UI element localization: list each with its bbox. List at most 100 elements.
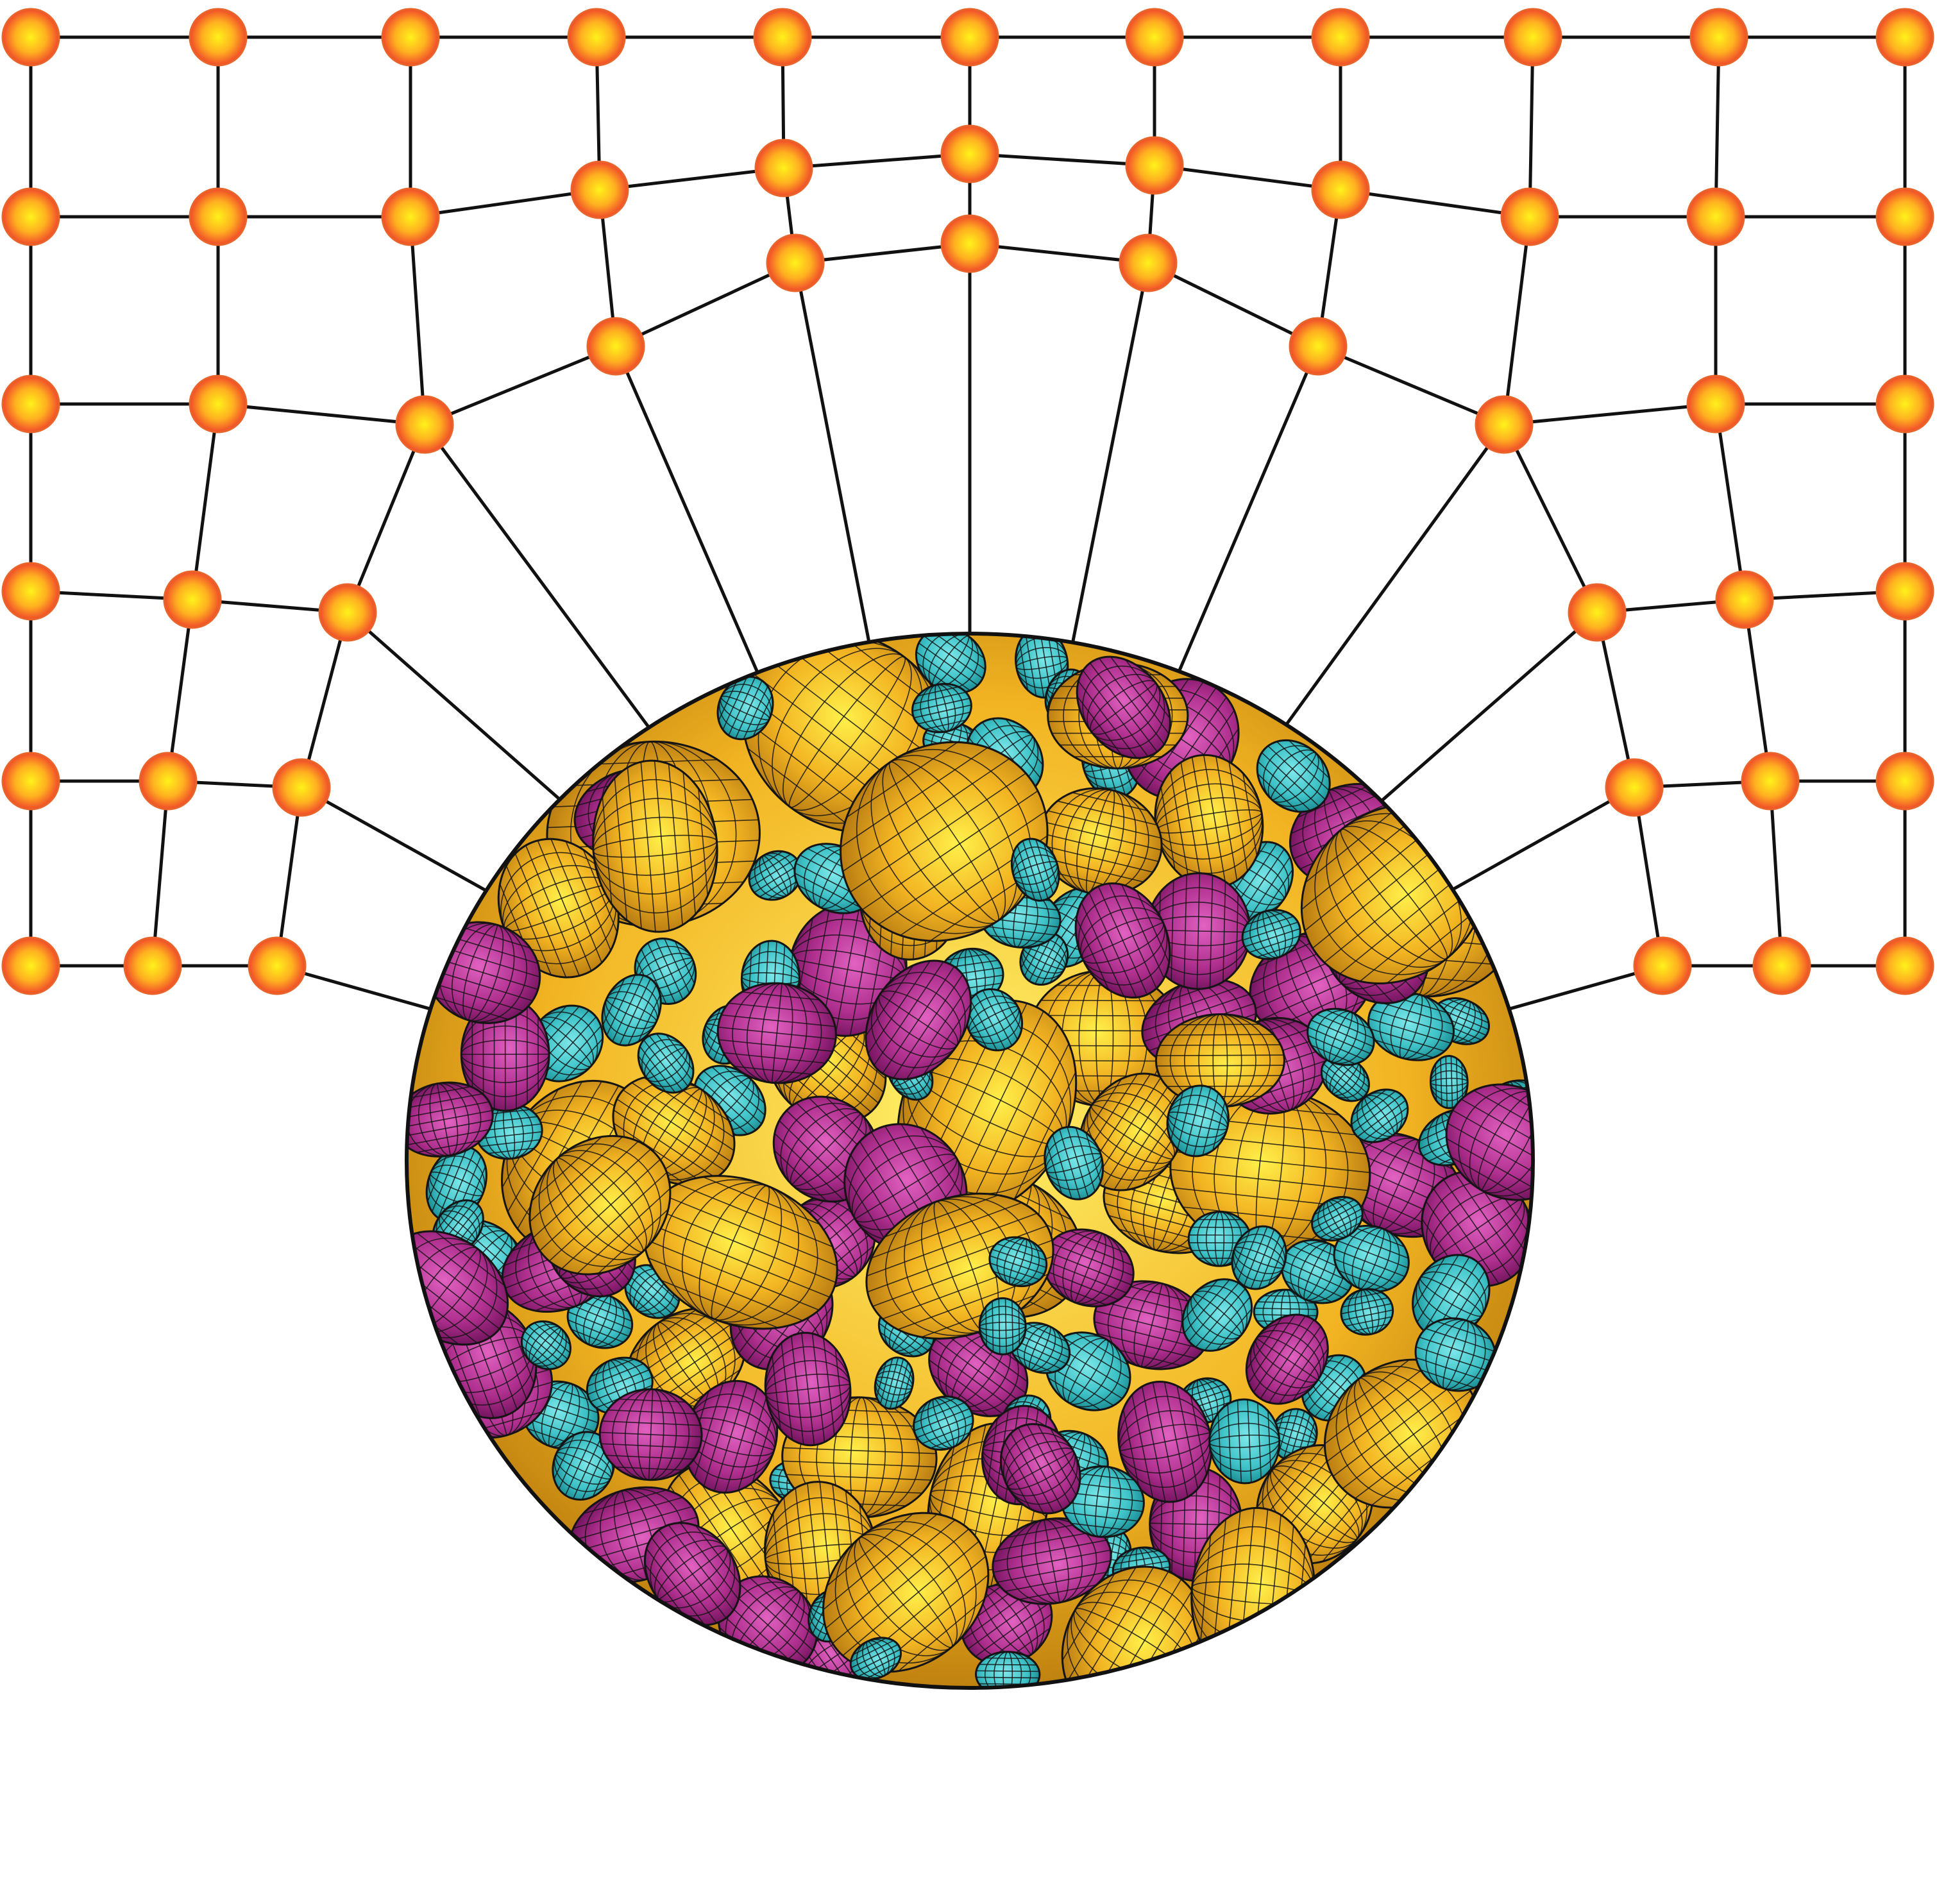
lattice-node bbox=[248, 936, 307, 995]
lattice-node bbox=[1503, 8, 1562, 67]
lattice-bond bbox=[1153, 164, 1342, 192]
magenta-ellipsoid bbox=[865, 959, 972, 1081]
cyan-ellipsoid bbox=[552, 1431, 616, 1501]
lattice-bond bbox=[1451, 786, 1636, 891]
cyan-ellipsoid bbox=[1311, 1195, 1364, 1242]
lattice-bond bbox=[968, 242, 1150, 265]
cyan-ellipsoid bbox=[1231, 1225, 1287, 1290]
lattice-node bbox=[1311, 8, 1370, 67]
lattice-bond bbox=[151, 779, 170, 968]
lattice-bond bbox=[423, 344, 618, 426]
lattice-node bbox=[1875, 936, 1934, 995]
lattice-bond bbox=[793, 242, 972, 265]
lattice-bond bbox=[793, 261, 871, 644]
cyan-ellipsoid bbox=[748, 850, 802, 901]
magenta-ellipsoid bbox=[1245, 1313, 1329, 1405]
lattice-node bbox=[754, 139, 813, 198]
magenta-ellipsoid bbox=[716, 982, 837, 1084]
lattice-node bbox=[381, 187, 440, 246]
cyan-ellipsoid bbox=[1181, 1278, 1253, 1352]
lattice-bond bbox=[1316, 344, 1506, 426]
magenta-ellipsoid bbox=[764, 1331, 852, 1447]
lattice-node bbox=[940, 8, 999, 67]
lattice-node bbox=[318, 583, 377, 642]
lattice-bond bbox=[166, 598, 194, 783]
cyan-ellipsoid bbox=[988, 1236, 1048, 1288]
lattice-node bbox=[1633, 936, 1692, 995]
magenta-ellipsoid bbox=[1042, 1228, 1135, 1308]
lattice-node bbox=[1689, 8, 1748, 67]
cyan-ellipsoid bbox=[975, 1651, 1041, 1688]
lattice-bond bbox=[1502, 215, 1532, 426]
cyan-ellipsoid bbox=[1060, 1465, 1145, 1538]
gold-ellipsoid bbox=[529, 1134, 672, 1276]
lattice-node bbox=[1875, 562, 1934, 621]
cyan-ellipsoid bbox=[1412, 1254, 1491, 1340]
cyan-ellipsoid bbox=[965, 988, 1024, 1052]
lattice-bond bbox=[409, 215, 427, 426]
cyan-ellipsoid bbox=[913, 1395, 974, 1451]
lattice-node bbox=[570, 160, 629, 219]
cyan-ellipsoid bbox=[1256, 739, 1331, 813]
magenta-ellipsoid bbox=[999, 1423, 1081, 1515]
lattice-bond bbox=[782, 152, 972, 170]
lattice-node bbox=[1686, 375, 1745, 434]
lattice-bond bbox=[300, 786, 488, 893]
lattice-node bbox=[189, 375, 248, 434]
lattice-bond bbox=[968, 152, 1156, 167]
lattice-node bbox=[1311, 160, 1370, 219]
cyan-ellipsoid bbox=[1241, 909, 1301, 960]
lattice-bond bbox=[300, 611, 350, 789]
lattice-node bbox=[1125, 136, 1184, 195]
cyan-ellipsoid bbox=[601, 973, 662, 1047]
lattice-node bbox=[189, 187, 248, 246]
lattice-node bbox=[139, 752, 198, 811]
magenta-ellipsoid bbox=[992, 1517, 1112, 1605]
lattice-node bbox=[1500, 187, 1559, 246]
lattice-node bbox=[395, 395, 454, 454]
cyan-ellipsoid bbox=[716, 675, 774, 741]
magenta-ellipsoid bbox=[1074, 882, 1171, 999]
lattice-bond bbox=[598, 166, 786, 192]
lattice-bond bbox=[1380, 611, 1599, 803]
lattice-bond bbox=[1177, 344, 1320, 673]
cyan-ellipsoid bbox=[1010, 838, 1060, 902]
lattice-node bbox=[163, 570, 222, 629]
cyan-ellipsoid bbox=[1333, 1224, 1410, 1293]
cyan-ellipsoid bbox=[1414, 1317, 1497, 1392]
lattice-node bbox=[1875, 187, 1934, 246]
lattice-bond bbox=[1146, 261, 1320, 348]
inclusion-outline bbox=[405, 632, 1535, 1690]
lattice-node bbox=[940, 124, 999, 183]
lattice-node bbox=[1715, 570, 1774, 629]
lattice-bond bbox=[1743, 598, 1772, 783]
magenta-ellipsoid bbox=[407, 1081, 494, 1158]
lattice-node bbox=[1875, 375, 1934, 434]
lattice-node bbox=[1875, 8, 1934, 67]
lattice-node bbox=[1605, 758, 1664, 817]
lattice-bond bbox=[1339, 188, 1532, 219]
lattice-bond bbox=[614, 344, 759, 675]
lattice-nodes bbox=[1, 8, 1934, 995]
lattice-bond bbox=[409, 188, 602, 219]
lattice-bond bbox=[1714, 35, 1721, 219]
lattice-bond bbox=[346, 611, 562, 802]
ellipsoid-inclusion bbox=[405, 632, 1535, 1690]
lattice-node bbox=[1289, 317, 1348, 376]
cyan-ellipsoid bbox=[915, 634, 986, 695]
lattice-node bbox=[1568, 583, 1627, 642]
lattice-node bbox=[1125, 8, 1184, 67]
lattice-node bbox=[272, 758, 331, 817]
lattice-node bbox=[1752, 936, 1811, 995]
lattice-node bbox=[567, 8, 626, 67]
lattice-bond bbox=[190, 402, 220, 602]
lattice-node bbox=[1, 375, 60, 434]
gold-ellipsoid bbox=[1154, 754, 1264, 889]
packed-ellipsoids bbox=[407, 634, 1533, 1688]
magenta-ellipsoid bbox=[683, 1379, 779, 1494]
cyan-ellipsoid bbox=[1350, 1088, 1409, 1143]
cyan-ellipsoid bbox=[1340, 1288, 1394, 1336]
gold-ellipsoid bbox=[1155, 1013, 1285, 1108]
lattice-node bbox=[1119, 233, 1178, 292]
